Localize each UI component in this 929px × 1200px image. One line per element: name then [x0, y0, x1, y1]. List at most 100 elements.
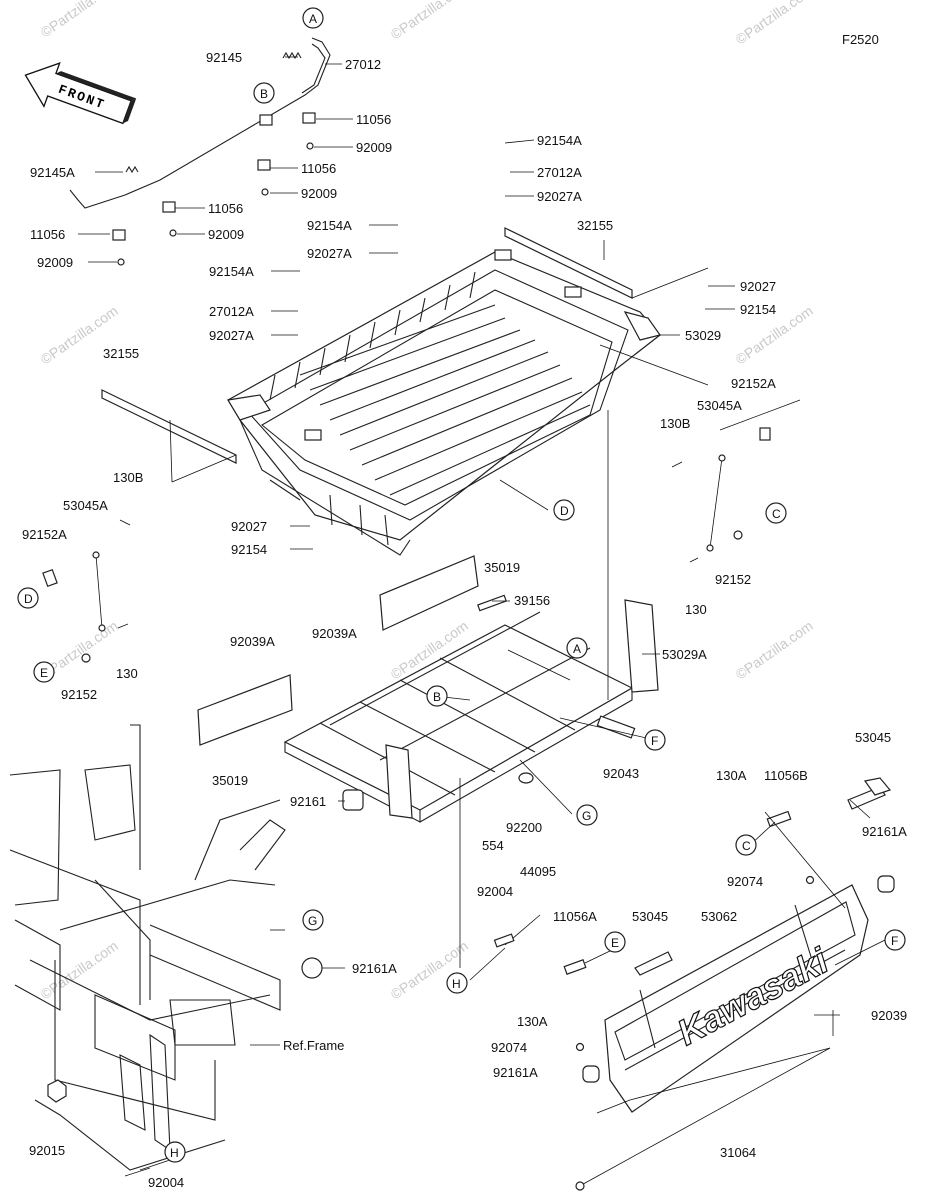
callout-b: B: [253, 82, 275, 104]
part-label: 92043: [603, 766, 639, 781]
part-label: 53029A: [662, 647, 707, 662]
callout-c: C: [765, 502, 787, 524]
svg-text:H: H: [452, 977, 461, 991]
latch-rod-assembly: [69, 37, 331, 266]
part-label: 92009: [356, 140, 392, 155]
callout-f: F: [884, 929, 906, 951]
part-label: 53045A: [63, 498, 108, 513]
callout-circles: A B D C D E A B: [17, 7, 906, 1163]
part-label: 130B: [113, 470, 143, 485]
part-label: 53045A: [697, 398, 742, 413]
part-label: 92161: [290, 794, 326, 809]
callout-d: D: [17, 587, 39, 609]
part-label: 92152A: [22, 527, 67, 542]
part-label: 92074: [491, 1040, 527, 1055]
guard-plate-right: [379, 555, 479, 631]
part-label: 92161A: [493, 1065, 538, 1080]
part-label: 92004: [148, 1175, 184, 1190]
part-label: 53045: [855, 730, 891, 745]
svg-text:E: E: [40, 666, 48, 680]
part-label: 32155: [577, 218, 613, 233]
svg-text:B: B: [433, 690, 441, 704]
callout-h: H: [446, 972, 468, 994]
strap-right: [671, 427, 771, 563]
part-label: 92027A: [209, 328, 254, 343]
part-label: 27012: [345, 57, 381, 72]
ref-frame-label: Ref.Frame: [283, 1038, 344, 1053]
part-label: 92027A: [307, 246, 352, 261]
part-label: 92200: [506, 820, 542, 835]
part-label: 11056: [301, 161, 336, 176]
part-label: 11056: [356, 112, 391, 127]
svg-text:F: F: [891, 934, 898, 948]
part-label: 32155: [103, 346, 139, 361]
part-label: 92009: [301, 186, 337, 201]
svg-text:G: G: [582, 809, 591, 823]
callout-f: F: [644, 729, 666, 751]
part-label: 11056: [208, 201, 243, 216]
svg-text:B: B: [260, 87, 268, 101]
pad-39156: [477, 594, 507, 612]
sub-frame: [283, 599, 659, 823]
watermark-text: ©Partzilla.com: [388, 0, 471, 42]
part-label: 92145A: [30, 165, 75, 180]
part-label: 53062: [701, 909, 737, 924]
part-label: 130A: [716, 768, 747, 783]
guard-plate-left: [197, 674, 293, 746]
part-label: 11056A: [553, 909, 597, 924]
part-label: 39156: [514, 593, 550, 608]
callout-g: G: [302, 909, 324, 931]
part-label: 35019: [484, 560, 520, 575]
svg-text:G: G: [308, 914, 317, 928]
part-label: 92009: [208, 227, 244, 242]
part-label: 92152A: [731, 376, 776, 391]
part-label: 53045: [632, 909, 668, 924]
svg-text:D: D: [24, 592, 33, 606]
watermark-text: ©Partzilla.com: [733, 0, 816, 47]
part-label: 44095: [520, 864, 556, 879]
part-labels: 92145 27012 11056 92009 92145A 11056 920…: [22, 50, 907, 1190]
part-label: 92145: [206, 50, 242, 65]
part-label: 27012A: [537, 165, 582, 180]
part-label: 92027: [740, 279, 776, 294]
part-label: 11056B: [764, 768, 808, 783]
part-label: 92161A: [352, 961, 397, 976]
part-label: 92039A: [230, 634, 275, 649]
svg-text:D: D: [560, 504, 569, 518]
callout-c: C: [735, 834, 757, 856]
part-label: 92152: [61, 687, 97, 702]
tailgate: Kawasaki: [493, 777, 895, 1191]
part-label: 92154: [740, 302, 776, 317]
part-label: 130A: [517, 1014, 548, 1029]
part-label: 92154A: [307, 218, 352, 233]
svg-text:C: C: [772, 507, 781, 521]
figure-code: F2520: [842, 32, 879, 47]
svg-text:A: A: [573, 642, 581, 656]
part-label: 11056: [30, 227, 65, 242]
callout-g: G: [576, 804, 598, 826]
part-label: 130: [685, 602, 707, 617]
front-arrow: FRONT: [24, 62, 137, 125]
part-label: 27012A: [209, 304, 254, 319]
part-label: 92152: [715, 572, 751, 587]
part-label: 35019: [212, 773, 248, 788]
part-label: 554: [482, 838, 504, 853]
strap-left: [42, 519, 131, 663]
callout-b: B: [426, 685, 448, 707]
part-label: 92039: [871, 1008, 907, 1023]
watermark-text: ©Partzilla.com: [38, 0, 121, 40]
callout-e: E: [604, 931, 626, 953]
svg-text:F: F: [651, 734, 658, 748]
callout-h: H: [164, 1141, 186, 1163]
part-label: 92004: [477, 884, 513, 899]
part-label: 92039A: [312, 626, 357, 641]
part-label: 92009: [37, 255, 73, 270]
svg-text:H: H: [170, 1146, 179, 1160]
part-label: 92027A: [537, 189, 582, 204]
svg-text:E: E: [611, 936, 619, 950]
svg-text:C: C: [742, 839, 751, 853]
part-label: 130B: [660, 416, 690, 431]
part-label: 92161A: [862, 824, 907, 839]
part-label: 92154: [231, 542, 267, 557]
